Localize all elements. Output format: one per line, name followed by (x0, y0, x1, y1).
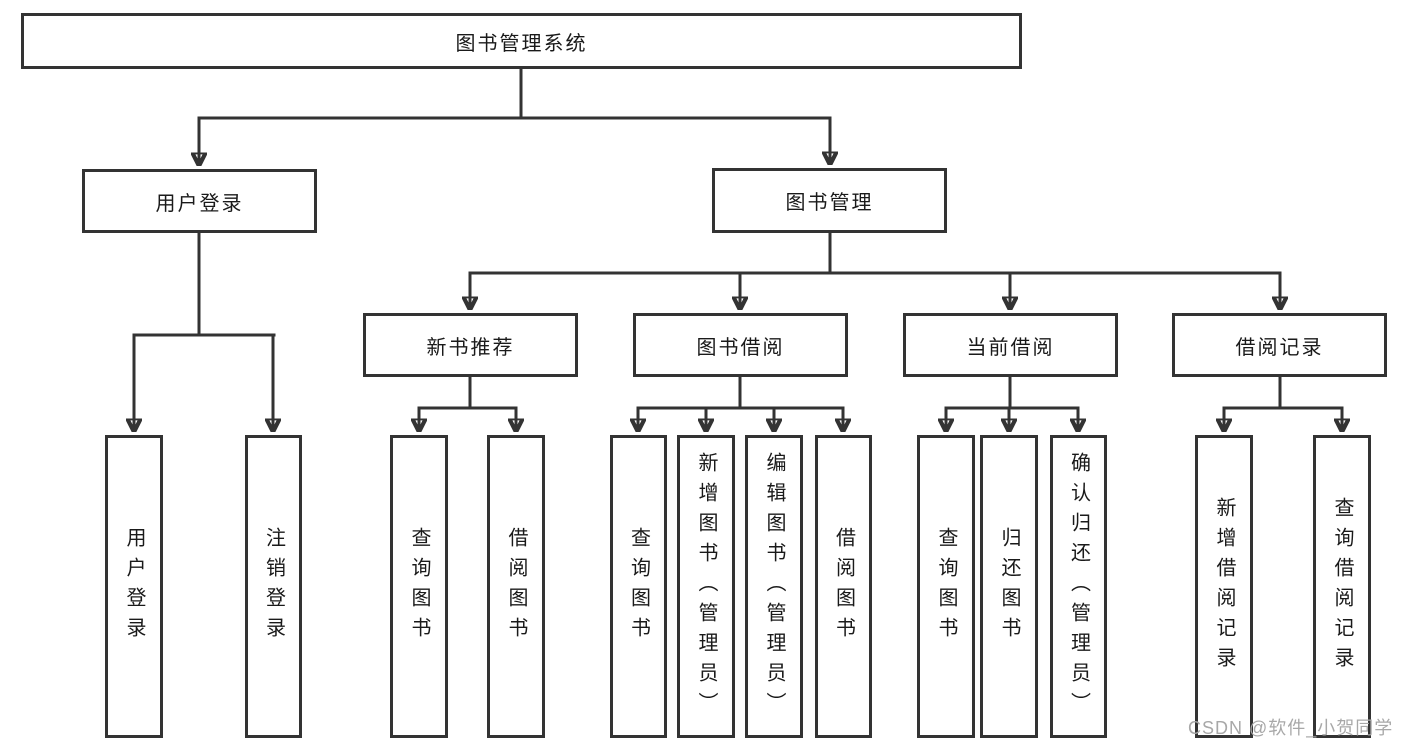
node-leaf-query-borrow-record: 查询借阅记录 (1313, 435, 1371, 738)
node-leaf-borrow-books: 借阅图书 (815, 435, 872, 738)
node-book-borrow: 图书借阅 (633, 313, 848, 377)
node-leaf-query-books-current: 查询图书 (917, 435, 975, 738)
node-leaf-borrow-books-recommend: 借阅图书 (487, 435, 545, 738)
leaf-label: 查询图书 (408, 526, 430, 647)
node-leaf-query-books-recommend: 查询图书 (390, 435, 448, 738)
leaf-label: 用户登录 (123, 526, 145, 647)
leaf-label: 注销登录 (262, 526, 285, 647)
node-leaf-edit-books-admin: 编辑图书（管理员） (745, 435, 803, 738)
leaf-label: 查询借阅记录 (1331, 496, 1353, 677)
borrow-record-connectors (1223, 375, 1344, 430)
leaf-label: 归还图书 (998, 526, 1020, 647)
leaf-label: 借阅图书 (505, 526, 527, 647)
current-borrow-connectors (945, 375, 1080, 430)
node-borrow-record: 借阅记录 (1172, 313, 1387, 377)
leaf-label: 查询图书 (627, 526, 650, 647)
node-user-login: 用户登录 (82, 169, 317, 233)
new-book-recommend-connectors (418, 375, 518, 430)
node-leaf-return-books: 归还图书 (980, 435, 1038, 738)
csdn-watermark: CSDN @软件_小贺同学 (1188, 718, 1394, 738)
book-borrow-connectors (637, 375, 845, 430)
leaf-label: 确认归还（管理员） (1067, 451, 1090, 722)
node-leaf-query-books-borrow: 查询图书 (610, 435, 667, 738)
node-book-management: 图书管理 (712, 168, 947, 233)
node-leaf-add-books-admin: 新增图书（管理员） (677, 435, 735, 738)
user-login-branch-connectors (133, 231, 276, 430)
node-new-book-recommend: 新书推荐 (363, 313, 578, 377)
leaf-label: 新增图书（管理员） (695, 451, 717, 722)
leaf-label: 编辑图书（管理员） (763, 451, 785, 722)
leaf-label: 借阅图书 (832, 526, 855, 647)
node-leaf-confirm-return-admin: 确认归还（管理员） (1050, 435, 1107, 738)
leaf-label: 新增借阅记录 (1213, 496, 1235, 677)
node-root-system: 图书管理系统 (21, 13, 1022, 69)
node-leaf-add-borrow-record: 新增借阅记录 (1195, 435, 1253, 738)
leaf-label: 查询图书 (935, 526, 957, 647)
node-leaf-logout: 注销登录 (245, 435, 302, 738)
node-current-borrow: 当前借阅 (903, 313, 1118, 377)
book-management-branch-connectors (469, 231, 1282, 308)
root-to-level2-connectors (198, 67, 832, 164)
node-leaf-user-login: 用户登录 (105, 435, 163, 738)
